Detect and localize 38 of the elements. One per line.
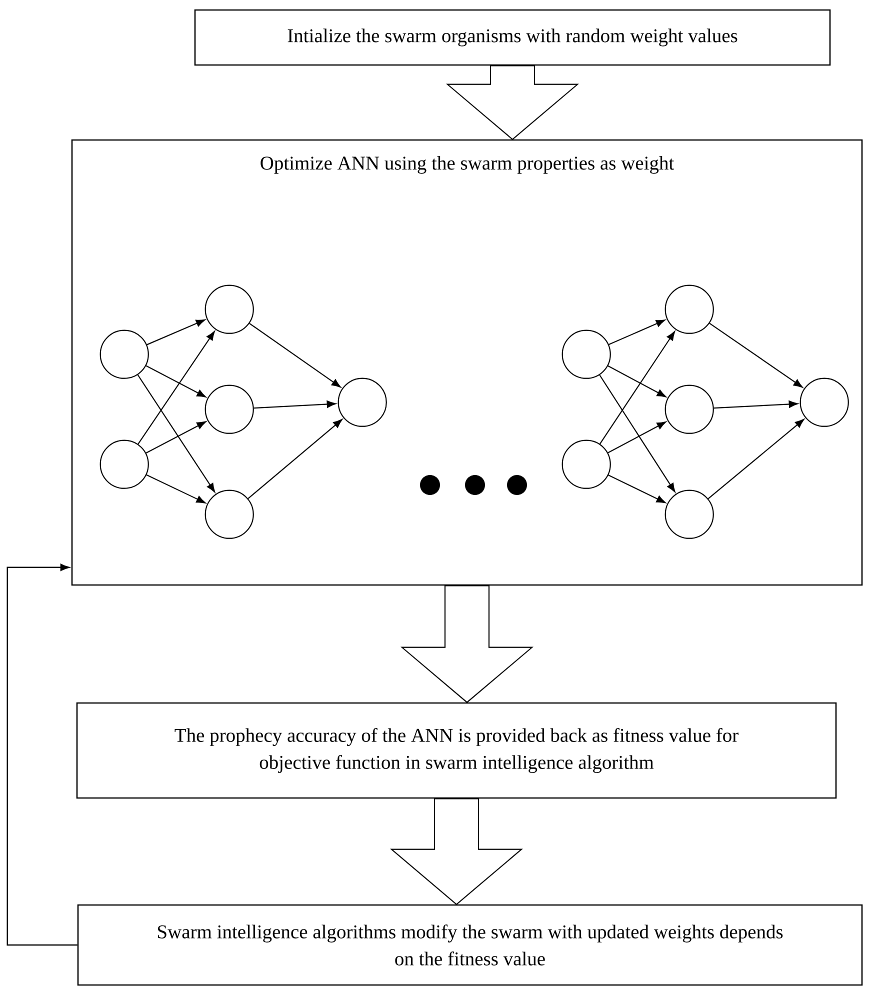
block-arrow [400,585,534,704]
block-arrow [390,798,523,906]
arrow [254,400,336,409]
neuron-circle [204,384,254,434]
arrow [249,322,341,388]
arrow [608,320,666,346]
arrow [608,474,666,504]
neuron-circle [100,440,149,489]
arrow [146,421,206,454]
neuron-circle [204,284,254,334]
block-arrow [446,65,579,140]
neuron-circle [338,378,387,427]
arrow [146,365,206,398]
feedback-arrow [6,564,78,946]
neuron-circle [664,490,714,539]
process-box: Intialize the swarm organisms with random weight values [194,9,831,66]
arrow [708,418,804,500]
arrow [714,400,798,409]
arrow [608,365,666,398]
arrow [599,374,676,492]
arrow [146,474,206,504]
neuron-circle [562,330,611,379]
arrow [137,374,216,492]
arrow [138,331,215,444]
arrow [709,322,803,388]
neuron-circle [204,490,254,539]
neuron-circle [562,440,611,489]
process-box: The prophecy accuracy of the ANN is provided back as fitness value for objective function in swarm intelligence algorithm [76,702,837,799]
neuron-circle [100,330,149,379]
process-box: Optimize ANN using the swarm properties as weight [71,139,863,586]
arrow [248,419,342,499]
arrow [608,421,666,454]
neuron-circle [800,378,849,427]
neuron-circle [664,284,714,334]
process-box: Swarm intelligence algorithms modify the swarm with updated weights depends on the fitness value [77,904,863,986]
arrow [146,319,206,346]
neuron-circle [664,384,714,434]
arrow [599,331,676,444]
